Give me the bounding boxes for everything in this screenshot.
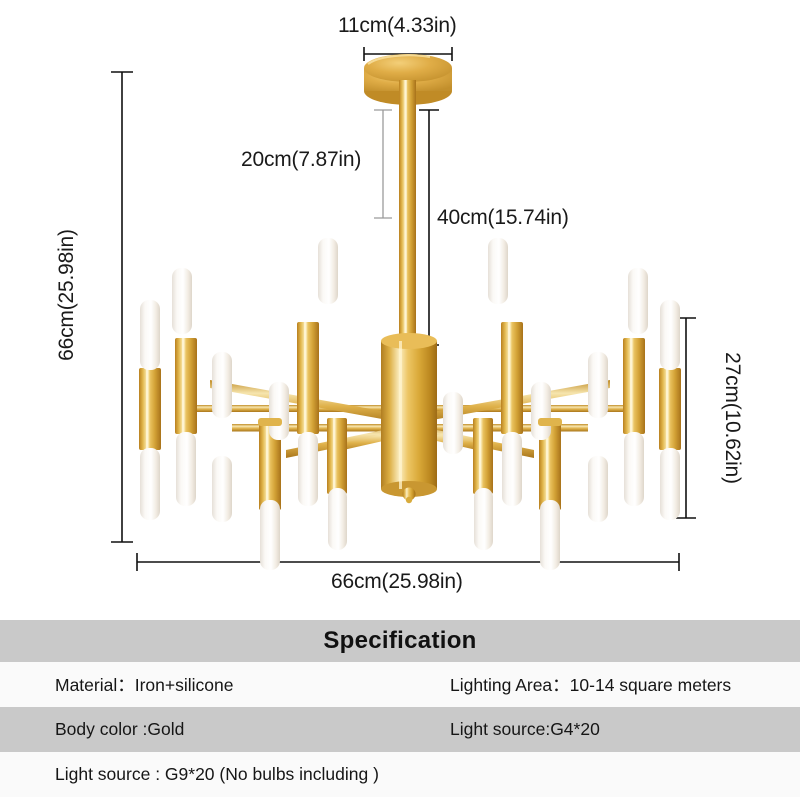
bulb-assembly xyxy=(139,300,161,520)
chandelier-illustration xyxy=(111,47,696,571)
center-hub xyxy=(381,333,437,504)
chandelier-diagram: 11cm(4.33in) 20cm(7.87in) 40cm(15.74in) … xyxy=(55,14,744,593)
bulb-assembly xyxy=(327,418,347,550)
bulb-assembly xyxy=(175,338,197,506)
spec-cell: Light source : G9*20 (No bulbs including… xyxy=(55,764,379,784)
bulb-assemblies xyxy=(139,300,681,570)
bulb-assembly xyxy=(623,338,645,506)
bulb-assembly xyxy=(259,424,281,570)
spec-cell: Body color :Gold xyxy=(55,719,185,739)
spec-cell: Lighting Area：10-14 square meters xyxy=(450,675,732,695)
spec-row: Body color :Gold Light source:G4*20 xyxy=(0,707,800,752)
spec-cell: Material：Iron+silicone xyxy=(55,675,234,695)
bulb-assembly xyxy=(297,322,319,506)
dim-label-overall-height: 66cm(25.98in) xyxy=(55,229,78,361)
bulb-assembly xyxy=(501,322,523,506)
dim-label-rod-upper: 20cm(7.87in) xyxy=(241,148,362,171)
arm-joints xyxy=(258,418,562,426)
dim-label-total-drop: 40cm(15.74in) xyxy=(437,206,569,229)
bulb-assembly xyxy=(659,300,681,520)
dim-label-canopy-width: 11cm(4.33in) xyxy=(338,14,457,37)
specification-header: Specification xyxy=(0,620,800,662)
dimension-lines xyxy=(111,47,696,571)
bulb-assembly xyxy=(212,352,232,522)
spec-row: Light source : G9*20 (No bulbs including… xyxy=(0,752,800,797)
bulb-cluster-back xyxy=(172,238,648,334)
bulb-assembly xyxy=(539,424,561,570)
spec-row: Material：Iron+silicone Lighting Area：10-1… xyxy=(0,662,800,707)
bulb-assembly xyxy=(588,352,608,522)
dimension-leader-20cm xyxy=(374,109,392,219)
dim-label-overall-width: 66cm(25.98in) xyxy=(331,570,463,593)
drop-rod xyxy=(399,80,416,348)
specification-rows: Material：Iron+silicone Lighting Area：10-1… xyxy=(0,662,800,797)
dim-label-shade-height: 27cm(10.62in) xyxy=(721,352,744,484)
specification-title: Specification xyxy=(323,627,477,654)
spec-cell: Light source:G4*20 xyxy=(450,719,600,739)
bulb-assembly xyxy=(473,418,493,550)
